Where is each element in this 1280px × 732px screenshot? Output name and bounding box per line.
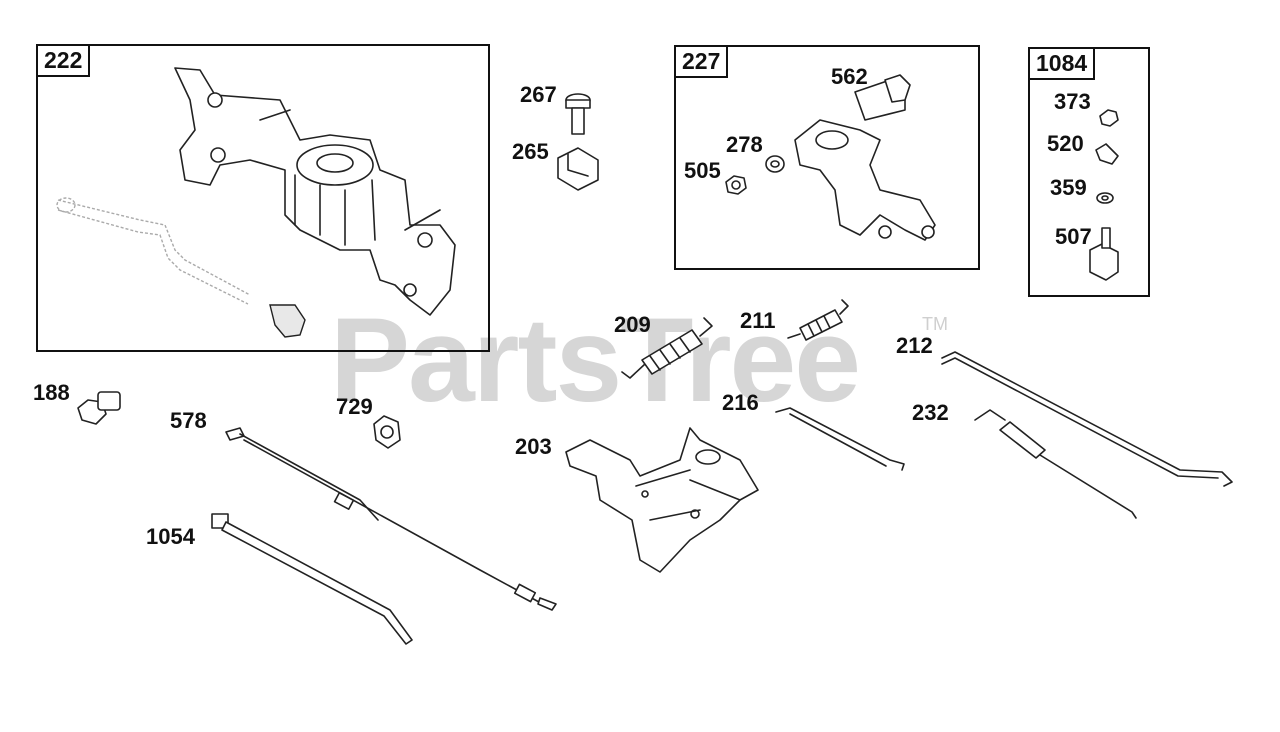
- clip-729-drawing[interactable]: [373, 415, 401, 449]
- callout-562[interactable]: 562: [831, 64, 868, 89]
- callout-188[interactable]: 188: [33, 380, 70, 405]
- rod-216-drawing[interactable]: [775, 407, 905, 471]
- bracket-203-drawing[interactable]: [565, 427, 759, 573]
- tie-strap-1054-drawing[interactable]: [211, 513, 413, 645]
- governor-control-assembly-drawing[interactable]: [56, 67, 456, 338]
- callout-729[interactable]: 729: [336, 394, 373, 419]
- callout-520[interactable]: 520: [1047, 131, 1084, 156]
- callout-278[interactable]: 278: [726, 132, 763, 157]
- group-tag-222: 222: [38, 46, 91, 77]
- callout-507[interactable]: 507: [1055, 224, 1092, 249]
- cable-578-drawing[interactable]: [225, 427, 557, 611]
- group-tag-227: 227: [676, 47, 729, 78]
- callout-267[interactable]: 267: [520, 82, 557, 107]
- group-tag-1084: 1084: [1030, 49, 1096, 80]
- bolt-188-drawing[interactable]: [77, 391, 121, 425]
- callout-1054[interactable]: 1054: [146, 524, 195, 549]
- group-box-222[interactable]: 222: [36, 44, 490, 352]
- group-box-1084[interactable]: 1084: [1028, 47, 1150, 297]
- hardware-group-1084-drawing[interactable]: [1089, 109, 1119, 281]
- callout-232[interactable]: 232: [912, 400, 949, 425]
- clip-265-drawing[interactable]: [557, 147, 599, 191]
- callout-359[interactable]: 359: [1050, 175, 1087, 200]
- screw-267-drawing[interactable]: [565, 93, 591, 135]
- trademark-mark: TM: [922, 314, 948, 334]
- callout-211[interactable]: 211: [740, 308, 776, 333]
- callout-265[interactable]: 265: [512, 139, 549, 164]
- spring-211-drawing[interactable]: [787, 299, 849, 341]
- callout-373[interactable]: 373: [1054, 89, 1091, 114]
- spring-209-drawing[interactable]: [621, 317, 713, 379]
- bracket-group-227-drawing[interactable]: [725, 74, 936, 241]
- callout-505[interactable]: 505: [684, 158, 721, 183]
- callout-212[interactable]: 212: [896, 333, 933, 358]
- group-box-227[interactable]: 227: [674, 45, 980, 270]
- callout-578[interactable]: 578: [170, 408, 207, 433]
- callout-209[interactable]: 209: [614, 312, 651, 337]
- rod-212-drawing[interactable]: [941, 351, 1233, 487]
- spring-rod-232-drawing[interactable]: [974, 409, 1137, 519]
- callout-216[interactable]: 216: [722, 390, 759, 415]
- callout-203[interactable]: 203: [515, 434, 552, 459]
- partstree-watermark: PartsTree: [330, 293, 861, 427]
